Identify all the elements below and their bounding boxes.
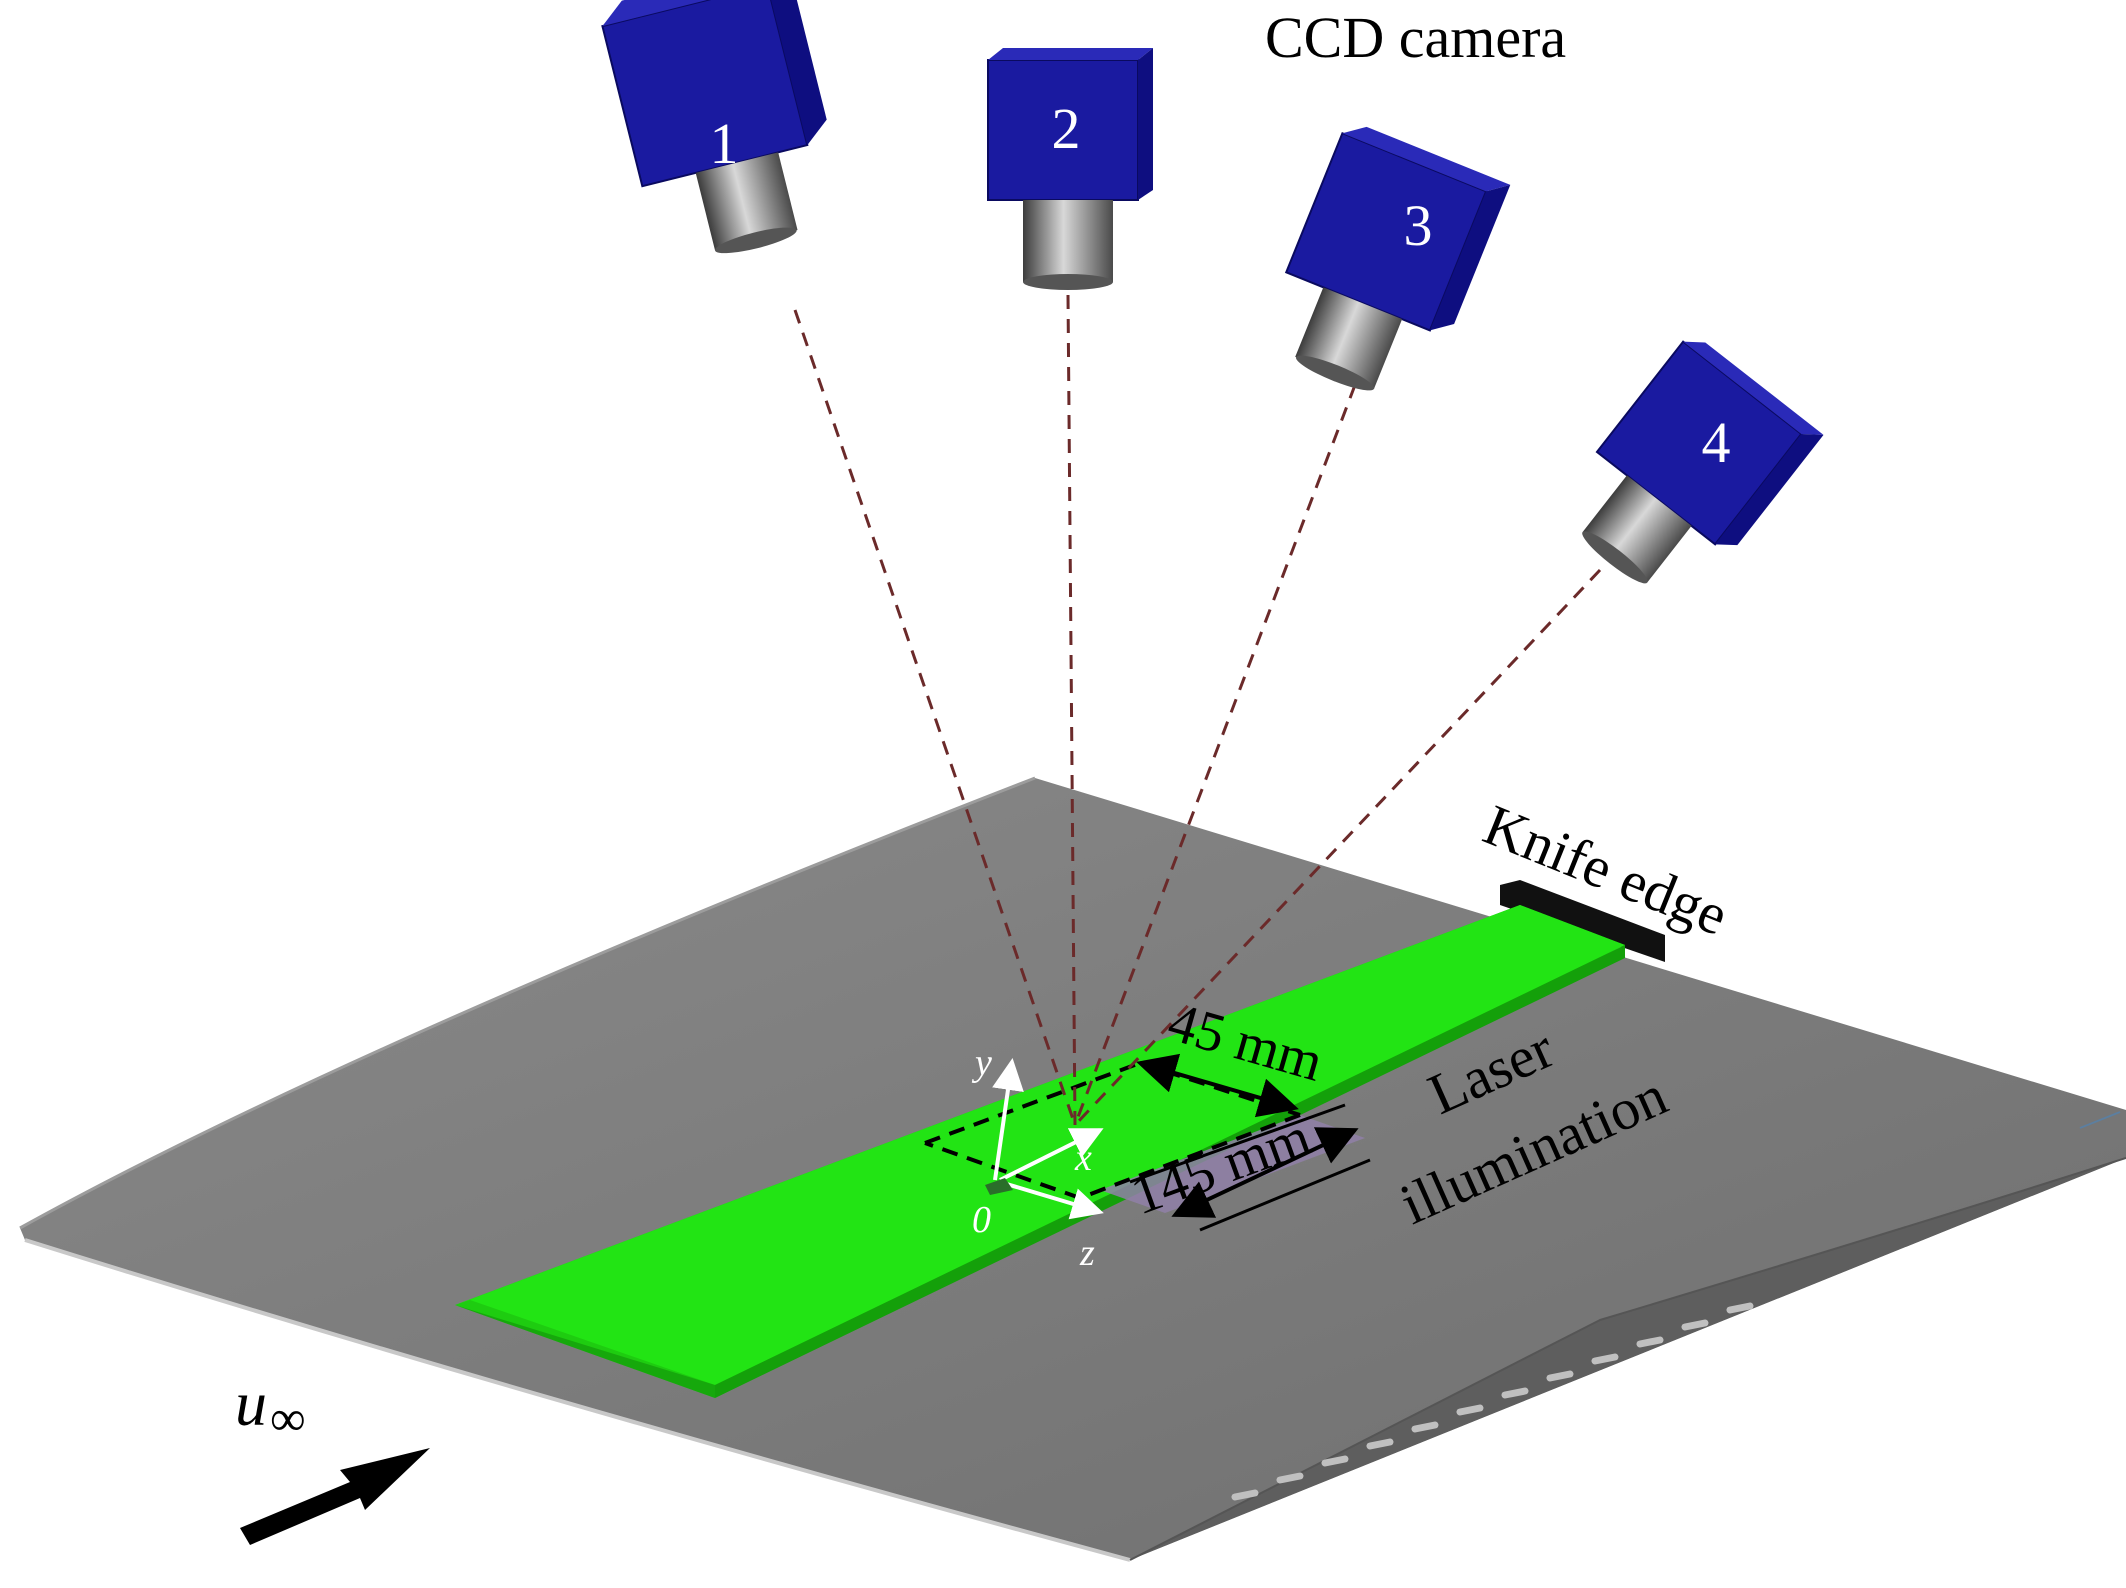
- z-axis-arrow: [999, 1180, 1104, 1220]
- camera-2: [987, 48, 1153, 290]
- freestream-label: u: [235, 1368, 267, 1439]
- camera-4: [1582, 340, 1824, 584]
- camera-2-number: 2: [1052, 96, 1081, 161]
- knife-edge: [1500, 880, 1665, 962]
- camera-4-number: 4: [1702, 410, 1731, 475]
- camera-1-lens: [695, 152, 798, 251]
- x-axis-arrow: [999, 1128, 1104, 1182]
- camera-2-body: [987, 59, 1139, 201]
- y-axis-arrow: [992, 1058, 1024, 1181]
- freestream-subscript: ∞: [270, 1390, 306, 1446]
- freestream-indicator: u ∞: [235, 1368, 430, 1545]
- coordinate-axes: [992, 1058, 1104, 1220]
- axis-y-label: y: [971, 1042, 992, 1084]
- camera-2-lens: [1023, 200, 1113, 282]
- laser-sheet: [455, 905, 1625, 1398]
- axis-z-label: z: [1079, 1232, 1095, 1274]
- pressure-taps: [1231, 1302, 1754, 1501]
- freestream-arrow: [240, 1448, 430, 1545]
- camera-1: [601, 0, 827, 254]
- axis-x-label: x: [1074, 1137, 1092, 1179]
- camera-4-body: [1595, 340, 1803, 546]
- camera-1-number: 1: [710, 111, 739, 176]
- origin-marker: [985, 1178, 1013, 1195]
- camera-4-lens: [1582, 475, 1692, 583]
- axis-origin-label: 0: [972, 1199, 991, 1241]
- camera-sightlines: [793, 294, 1602, 1127]
- camera-3: [1284, 126, 1511, 391]
- title-ccd-camera: CCD camera: [1265, 5, 1566, 70]
- camera-3-number: 3: [1404, 193, 1433, 258]
